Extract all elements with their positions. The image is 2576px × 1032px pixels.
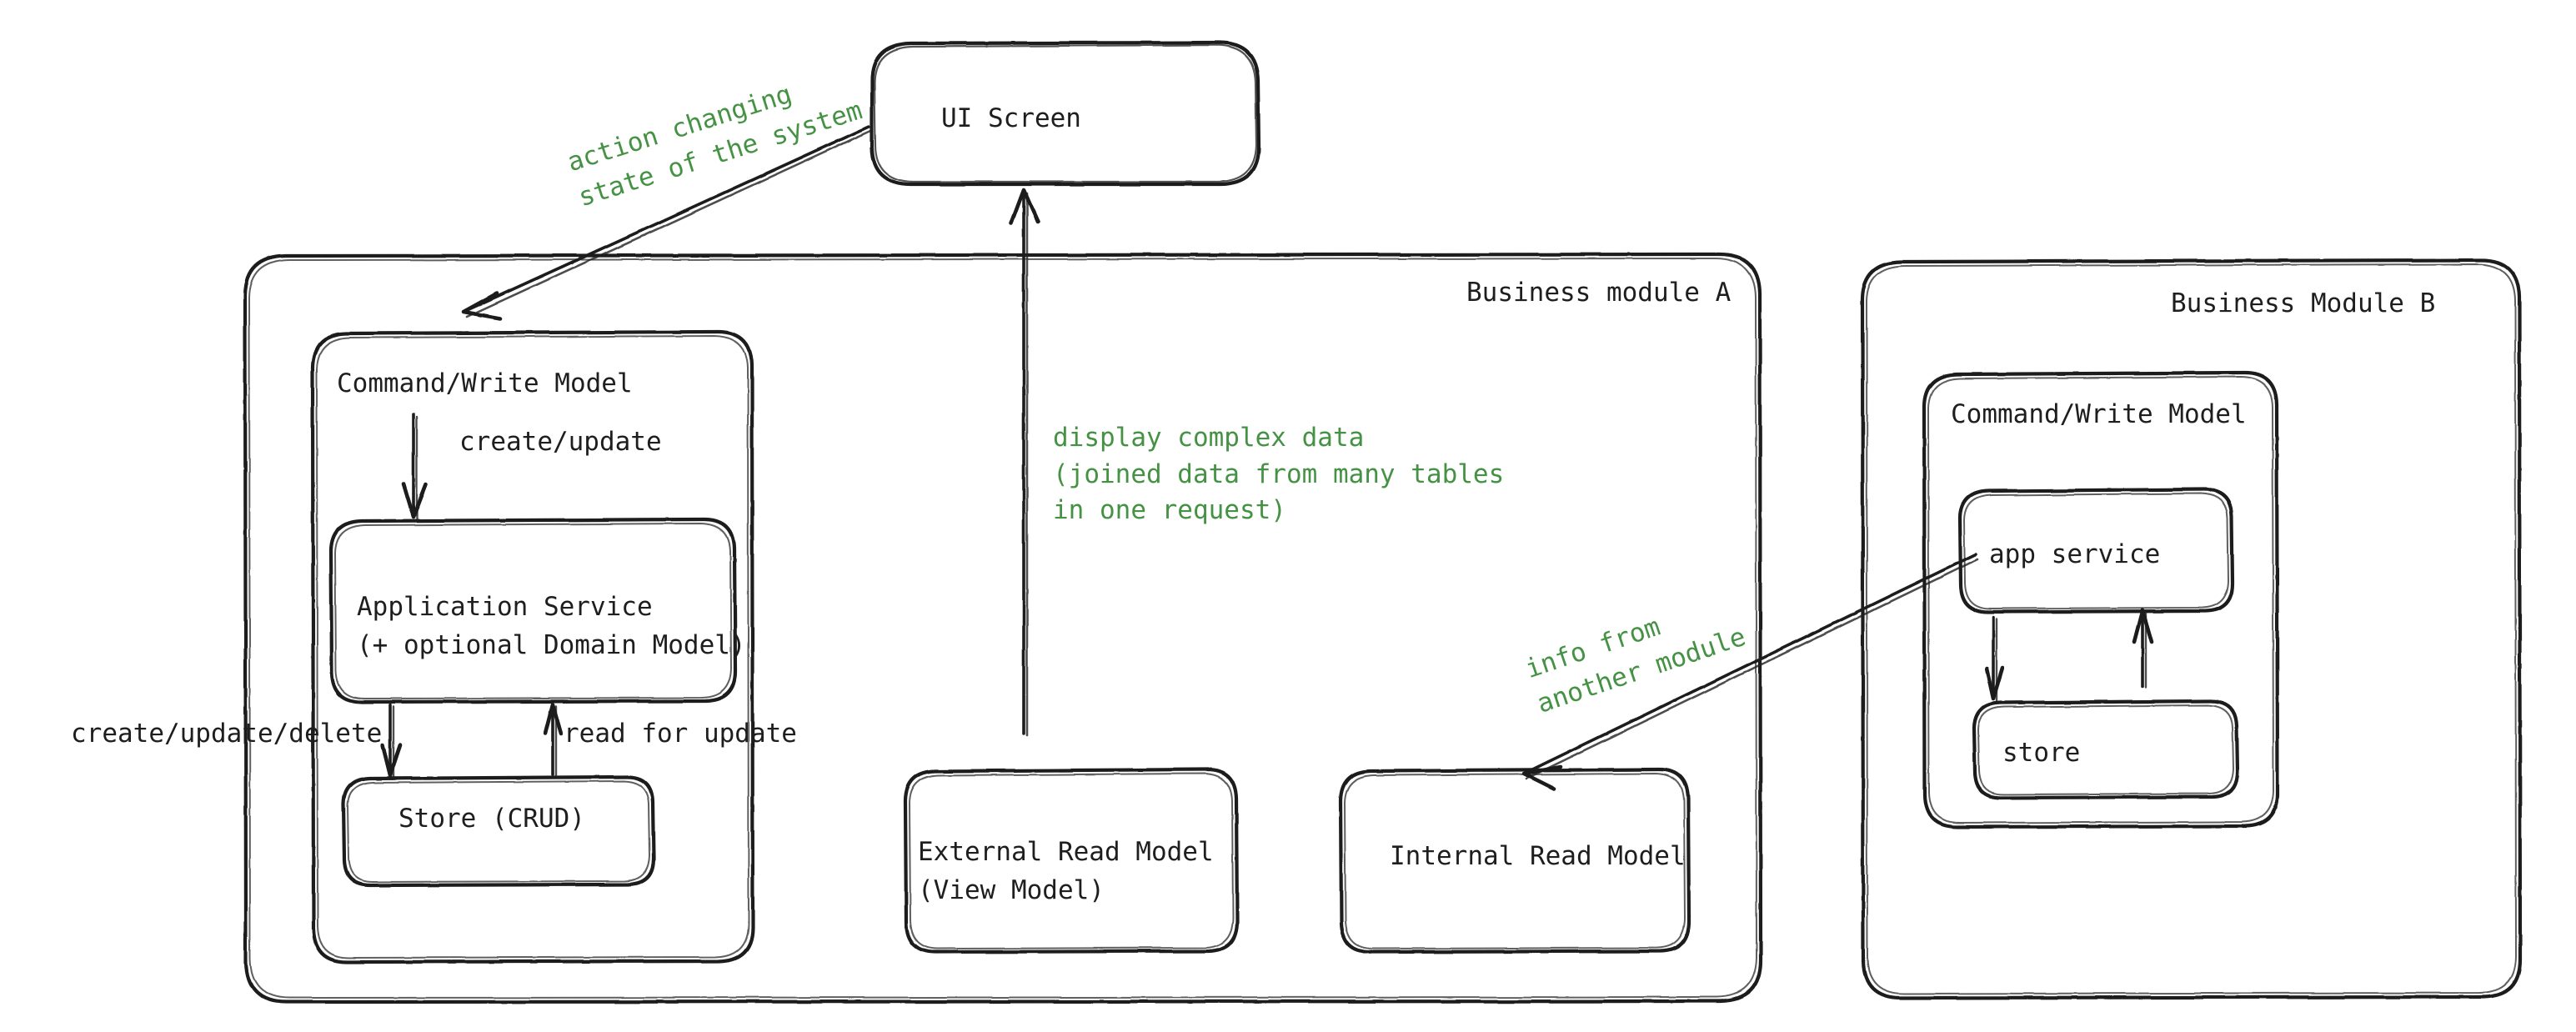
internal-read-model-box[interactable] (1338, 767, 1691, 954)
annotation-display-line2: (joined data from many tables (1053, 458, 1505, 489)
annotation-display-line1: display complex data (1053, 423, 1365, 453)
external-read-model-box[interactable] (903, 767, 1240, 954)
arrow-b-read (2132, 608, 2154, 689)
external-read-model-line2: (View Model) (918, 874, 1105, 905)
store-box[interactable] (1972, 699, 2240, 800)
command-write-model-b-label: Command/Write Model (1951, 399, 2247, 429)
ui-screen-box[interactable] (870, 40, 1261, 187)
app-service-label: app service (1989, 539, 2161, 569)
arrow-display-complex-data (1009, 188, 1040, 737)
business-module-a-label: Business module A (1466, 278, 1732, 308)
command-write-model-a-label: Command/Write Model (337, 368, 633, 398)
app-service-box[interactable] (1957, 487, 2235, 614)
arrow-action-changing-state (461, 125, 872, 321)
arrow-info-from-another-module (1521, 553, 1979, 791)
application-service-line2: (+ optional Domain Model) (357, 629, 746, 660)
application-service-line1: Application Service (357, 592, 653, 622)
store-crud-label: Store (CRUD) (398, 804, 585, 834)
command-write-model-a-box[interactable] (310, 329, 755, 964)
arrow-b-write (1984, 615, 2005, 702)
edge-label-read-for-update: read for update (564, 719, 797, 749)
arrow-create-update (401, 413, 428, 520)
external-read-model-label: External Read Model (View Model) (918, 836, 1214, 907)
store-label: store (2002, 738, 2081, 768)
business-module-b-box[interactable] (1860, 258, 2523, 1000)
arrow-create-update-delete (380, 703, 403, 779)
edge-label-create-update: create/update (459, 427, 662, 457)
application-service-label: Application Service (+ optional Domain M… (357, 591, 746, 662)
arrow-read-for-update (543, 702, 564, 777)
ui-screen-label: UI Screen (941, 103, 1081, 133)
annotation-display-line3: in one request) (1053, 495, 1286, 526)
external-read-model-line1: External Read Model (918, 837, 1214, 867)
application-service-box[interactable] (328, 517, 738, 704)
store-crud-box[interactable] (341, 774, 656, 888)
business-module-a-box[interactable] (243, 252, 1763, 1004)
command-write-model-b-box[interactable] (1922, 370, 2280, 829)
annotation-display-complex-data: display complex data (joined data from m… (1053, 422, 1504, 528)
business-module-b-label: Business Module B (2171, 288, 2436, 318)
edge-label-create-update-delete: create/update/delete (71, 719, 383, 749)
internal-read-model-label: Internal Read Model (1390, 841, 1686, 871)
